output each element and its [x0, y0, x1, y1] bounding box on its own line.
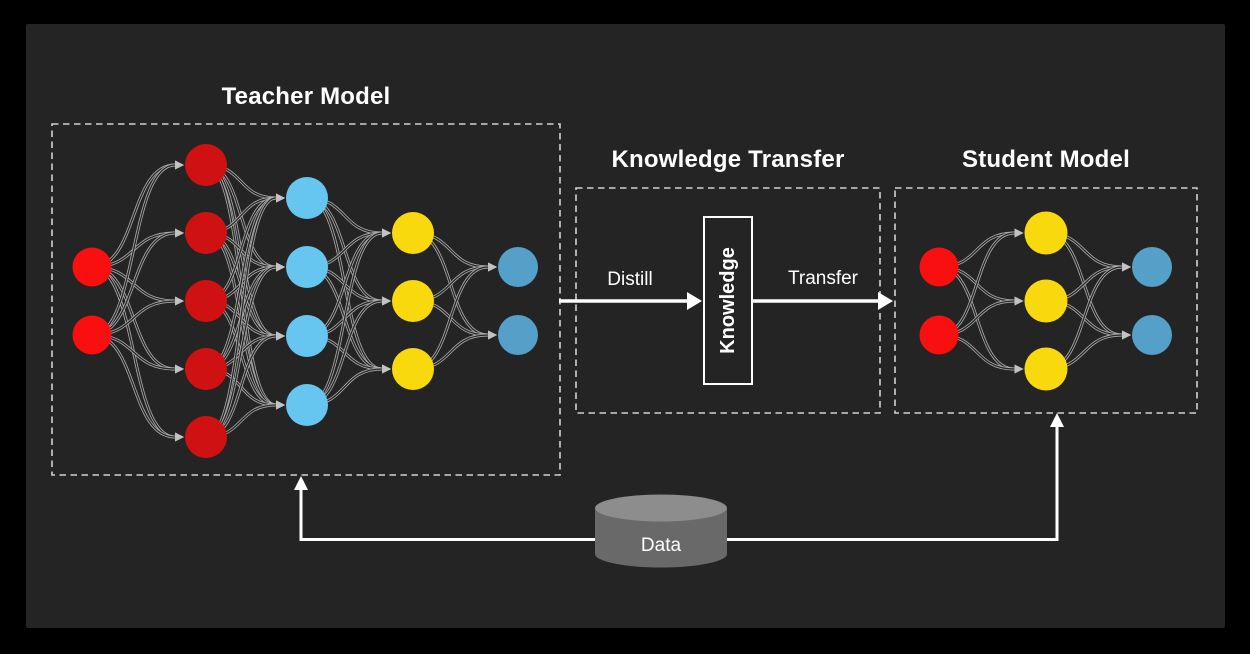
edge-arrowhead-icon — [175, 160, 184, 170]
edge-arrowhead-icon — [276, 262, 285, 272]
edge-arrowhead-icon — [488, 330, 497, 340]
edge-arrowhead-icon — [1122, 262, 1131, 272]
edge-arrowhead-icon — [382, 228, 391, 238]
teacher-hidden-3-neuron-node — [392, 212, 434, 254]
student-output-neuron-node — [1132, 315, 1172, 355]
distill-label: Distill — [607, 269, 653, 290]
transfer-arrow-head-icon — [878, 292, 893, 310]
edge-arrowhead-icon — [276, 331, 285, 341]
edge-arrowhead-icon — [382, 364, 391, 374]
panel-background — [26, 24, 1225, 628]
edge-arrowhead-icon — [175, 364, 184, 374]
teacher-hidden-3-neuron-node — [392, 348, 434, 390]
teacher-hidden-1-neuron-node — [185, 416, 227, 458]
knowledge-box: Knowledge — [703, 216, 753, 385]
knowledge-label: Knowledge — [716, 247, 739, 354]
teacher-hidden-1-neuron-node — [185, 348, 227, 390]
edge-arrowhead-icon — [1014, 296, 1024, 306]
knowledge-transfer-title: Knowledge Transfer — [611, 146, 845, 173]
edge-arrowhead-icon — [175, 296, 184, 306]
edge-arrowhead-icon — [276, 193, 285, 203]
distill-arrow — [559, 292, 702, 310]
teacher-nodes — [72, 144, 538, 458]
edge-arrowhead-icon — [175, 228, 184, 238]
cylinder-bottom — [595, 540, 727, 568]
student-input-neuron-node — [919, 315, 959, 355]
teacher-hidden-2-neuron-node — [286, 246, 328, 288]
edge-arrowhead-icon — [1014, 364, 1024, 374]
edge-arrowhead-icon — [382, 296, 391, 306]
student-nodes — [919, 211, 1172, 391]
student-hidden-neuron-node — [1024, 347, 1068, 391]
student-model-box — [894, 187, 1198, 414]
teacher-output-neuron-node — [498, 315, 538, 355]
teacher-output-neuron-node — [498, 247, 538, 287]
teacher-model-title: Teacher Model — [221, 83, 391, 110]
teacher-hidden-1-neuron-node — [185, 280, 227, 322]
data-cylinder-label: Data — [640, 535, 682, 556]
student-hidden-neuron-node — [1024, 211, 1068, 255]
data-arrow-to-teacher-icon — [294, 476, 308, 490]
edge-arrowhead-icon — [488, 262, 497, 272]
distill-arrow-head-icon — [687, 292, 702, 310]
cylinder-top — [595, 494, 727, 522]
transfer-arrow — [753, 292, 893, 310]
teacher-hidden-3-neuron-node — [392, 280, 434, 322]
teacher-hidden-1-neuron-node — [185, 144, 227, 186]
teacher-input-neuron-node — [72, 315, 112, 355]
teacher-input-neuron-node — [72, 247, 112, 287]
teacher-hidden-1-neuron-node — [185, 212, 227, 254]
data-arrow-to-student-icon — [1050, 413, 1064, 427]
teacher-hidden-2-neuron-node — [286, 315, 328, 357]
student-hidden-neuron-node — [1024, 279, 1068, 323]
teacher-hidden-2-neuron-node — [286, 384, 328, 426]
teacher-hidden-2-neuron-node — [286, 177, 328, 219]
edge-arrowhead-icon — [175, 432, 184, 442]
edge-arrowhead-icon — [276, 400, 285, 410]
data-cylinder-icon — [595, 494, 727, 568]
transfer-label: Transfer — [787, 268, 859, 289]
edge-arrowhead-icon — [1122, 330, 1131, 340]
student-output-neuron-node — [1132, 247, 1172, 287]
edge-arrowhead-icon — [1014, 228, 1024, 238]
student-model-title: Student Model — [962, 146, 1130, 173]
student-input-neuron-node — [919, 247, 959, 287]
